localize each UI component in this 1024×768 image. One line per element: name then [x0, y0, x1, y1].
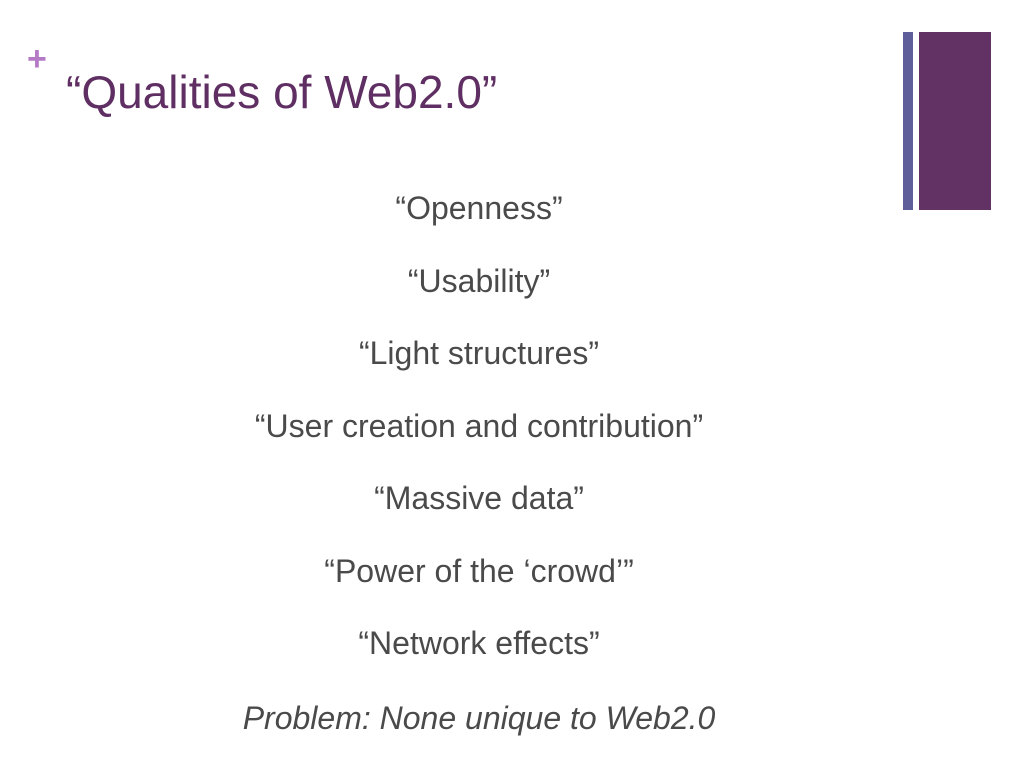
list-item: “Power of the ‘crowd’” — [324, 552, 634, 589]
qualities-list: “Openness” “Usability” “Light structures… — [0, 178, 958, 686]
accent-bar-thick — [919, 32, 991, 210]
list-item: “Massive data” — [374, 480, 584, 516]
accent-bar-thin — [903, 32, 913, 210]
plus-icon: + — [27, 40, 47, 78]
problem-statement: Problem: None unique to Web2.0 — [242, 700, 716, 736]
slide-title: “Qualities of Web2.0” — [66, 66, 498, 118]
list-item: “Openness” — [395, 190, 563, 226]
list-item: “Light structures” — [358, 335, 600, 371]
list-item: “Usability” — [407, 262, 551, 299]
list-item: “User creation and contribution” — [254, 407, 704, 444]
list-item: “Network effects” — [358, 625, 600, 661]
